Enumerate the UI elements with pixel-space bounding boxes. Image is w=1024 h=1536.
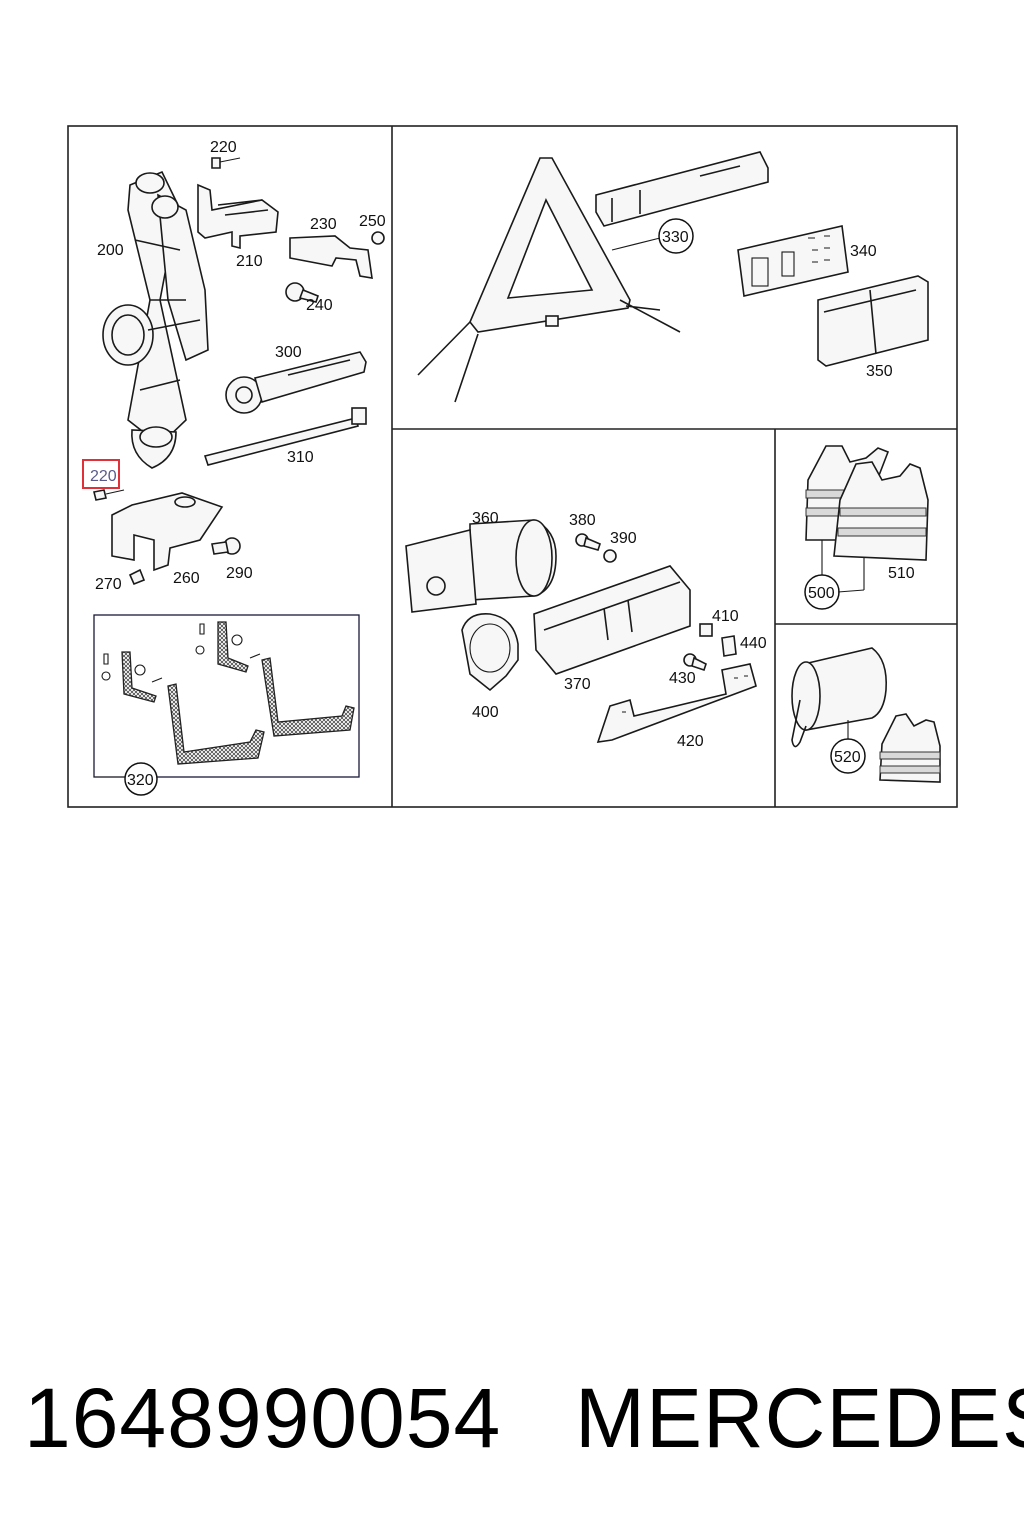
hose-370: 370 <box>533 565 691 693</box>
bolt-430: 430 <box>669 653 707 687</box>
callout-210: 210 <box>236 253 263 270</box>
callout-430: 430 <box>669 670 696 687</box>
callout-290: 290 <box>226 565 253 582</box>
callout-510: 510 <box>888 565 915 582</box>
bolt-290: 290 <box>211 537 253 582</box>
screw-250: 250 <box>359 213 386 245</box>
callout-230: 230 <box>310 216 337 233</box>
callout-410: 410 <box>712 608 739 625</box>
callout-300: 300 <box>275 344 302 361</box>
callout-390: 390 <box>610 530 637 547</box>
callout-260: 260 <box>173 570 200 587</box>
callout-240: 240 <box>306 297 333 314</box>
pouch-vest-520: 520 <box>791 647 941 783</box>
bracket-260: 260 <box>111 492 224 587</box>
callout-270: 270 <box>95 576 122 593</box>
callout-350: 350 <box>866 363 893 380</box>
clip-440: 440 <box>721 635 767 657</box>
screw-380: 380 <box>569 512 601 551</box>
screw-270: 270 <box>95 568 146 593</box>
callout-400: 400 <box>472 704 499 721</box>
rod-310: 310 <box>203 407 367 466</box>
part-info: 1648990054 MERCEDES <box>0 1370 1024 1480</box>
bolt-240: 240 <box>285 282 333 314</box>
callout-200: 200 <box>97 242 124 259</box>
clip-230: 230 <box>289 216 373 279</box>
washer-390: 390 <box>603 530 637 563</box>
spacer-410: 410 <box>699 608 739 637</box>
callout-440: 440 <box>740 635 767 652</box>
callout-520: 520 <box>834 749 861 766</box>
bracket-210: 210 <box>197 183 279 270</box>
wrench-300: 300 <box>225 344 367 414</box>
vest-510: 510 <box>833 461 929 593</box>
callout-220-highlight: 220 <box>90 468 117 485</box>
callout-220-top: 220 <box>210 139 237 156</box>
pouch-350: 350 <box>817 275 929 380</box>
callout-330: 330 <box>662 229 689 246</box>
bolt-220-top: 220 <box>210 139 241 169</box>
strap-400: 400 <box>461 613 519 721</box>
callout-340: 340 <box>850 243 877 260</box>
bracket-420: 420 <box>596 663 757 750</box>
straps-320: 320 <box>94 621 355 796</box>
callout-370: 370 <box>564 676 591 693</box>
callout-380: 380 <box>569 512 596 529</box>
callout-420: 420 <box>677 733 704 750</box>
compressor-360: 360 <box>405 510 557 613</box>
callout-360: 360 <box>472 510 499 527</box>
jack-200: 200 <box>97 170 209 469</box>
highlight-box <box>82 459 120 489</box>
part-number: 1648990054 <box>24 1371 502 1465</box>
bolt-220-highlight: 220 <box>82 459 125 501</box>
callout-310: 310 <box>287 449 314 466</box>
callout-250: 250 <box>359 213 386 230</box>
brand-name: MERCEDES <box>575 1371 1024 1465</box>
callout-500: 500 <box>808 585 835 602</box>
plate-340: 340 <box>737 225 877 297</box>
diagram-frame <box>67 125 958 808</box>
callout-320: 320 <box>127 772 154 789</box>
warning-triangle-330: 330 <box>417 151 769 403</box>
